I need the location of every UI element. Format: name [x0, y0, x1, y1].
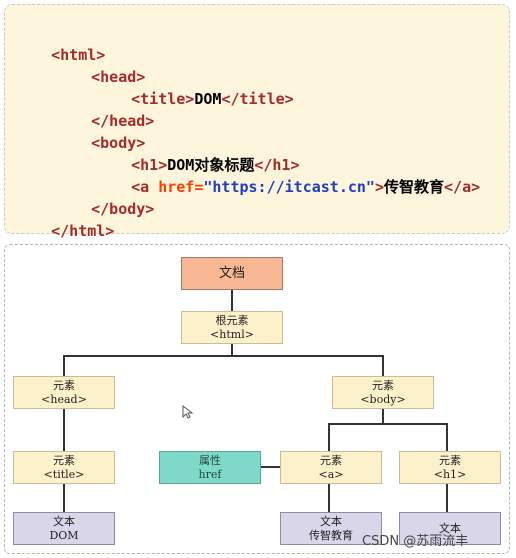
node-title: 元素 <title> [13, 451, 115, 484]
node-text-dom: 文本 DOM [13, 512, 115, 545]
node-label: 元素 [53, 378, 75, 392]
node-label: 属性 [199, 453, 221, 467]
code-token: <h1> [131, 156, 168, 174]
node-document: 文档 [181, 257, 283, 290]
node-tag: <h1> [433, 467, 467, 481]
node-tag: <head> [41, 392, 87, 406]
code-token: 传智教育 [384, 178, 445, 196]
connector-line [382, 408, 384, 424]
connector-line [446, 483, 448, 512]
code-token: <title> [131, 90, 195, 108]
node-label: 文档 [218, 265, 245, 281]
connector-line [63, 483, 65, 512]
code-token: </html> [51, 222, 115, 240]
code-token: </head> [91, 112, 155, 130]
node-attribute-href: 属性 href [159, 451, 261, 484]
connector-line [446, 423, 448, 451]
node-tag: 传智教育 [309, 528, 353, 542]
connector-line [328, 423, 448, 425]
watermark: CSDN @苏雨流丰 [362, 534, 469, 549]
node-label: 文本 [53, 514, 75, 528]
node-text-a: 文本 传智教育 [280, 512, 382, 545]
code-token: </title> [221, 90, 294, 108]
connector-line [231, 343, 233, 356]
connector-line [382, 355, 384, 376]
code-line-h1: <h1>DOM对象标题</h1> [95, 132, 299, 174]
node-tag: href [198, 467, 222, 481]
code-token: <a [131, 178, 159, 196]
connector-line [63, 408, 65, 451]
code-token: DOM [194, 90, 222, 108]
node-label: 根元素 [215, 313, 249, 327]
node-tag: <a> [318, 467, 344, 481]
node-tag: <html> [210, 327, 254, 341]
node-h1: 元素 <h1> [399, 451, 501, 484]
node-tag: <body> [360, 392, 406, 406]
code-token: </h1> [254, 156, 300, 174]
connector-line [328, 483, 330, 512]
node-label: 元素 [439, 453, 461, 467]
node-a: 元素 <a> [280, 451, 382, 484]
code-token: <body> [91, 134, 146, 152]
connector-line [328, 423, 330, 451]
code-token: <html> [51, 46, 106, 64]
connector-line [63, 355, 65, 376]
code-line-head-close: </head> [55, 88, 154, 130]
code-line-head-open: <head> [55, 44, 145, 86]
code-line-html-open: <html> [15, 22, 105, 64]
node-label: 元素 [320, 453, 342, 467]
mouse-pointer-icon [182, 405, 194, 419]
connector-line [63, 355, 384, 357]
code-token: href= [158, 178, 204, 196]
node-label: 元素 [372, 378, 394, 392]
code-token: <head> [91, 68, 146, 86]
code-token: > [374, 178, 384, 196]
node-label: 文本 [439, 521, 461, 535]
code-panel: <html> <head> <title>DOM</title> </head>… [4, 4, 510, 240]
node-head: 元素 <head> [13, 376, 115, 409]
connector-line [260, 466, 280, 468]
node-label: 文本 [320, 514, 342, 528]
code-line-html-close: </html> [15, 198, 114, 240]
node-text-h1: 文本 [399, 512, 501, 545]
code-token: "https://itcast.cn" [203, 178, 375, 196]
code-token: </a> [444, 178, 481, 196]
node-tag: <title> [43, 467, 85, 481]
node-label: 元素 [53, 453, 75, 467]
code-token: </body> [91, 200, 155, 218]
connector-line [231, 289, 233, 311]
code-token: DOM对象标题 [167, 156, 255, 174]
node-root-html: 根元素 <html> [181, 311, 283, 344]
code-line-title: <title>DOM</title> [95, 66, 294, 108]
node-body: 元素 <body> [332, 376, 434, 409]
code-line-body-close: </body> [55, 176, 154, 218]
node-tag: DOM [49, 528, 79, 542]
code-line-body-open: <body> [55, 110, 145, 152]
code-line-a: <a href="https://itcast.cn">传智教育</a> [95, 154, 480, 196]
